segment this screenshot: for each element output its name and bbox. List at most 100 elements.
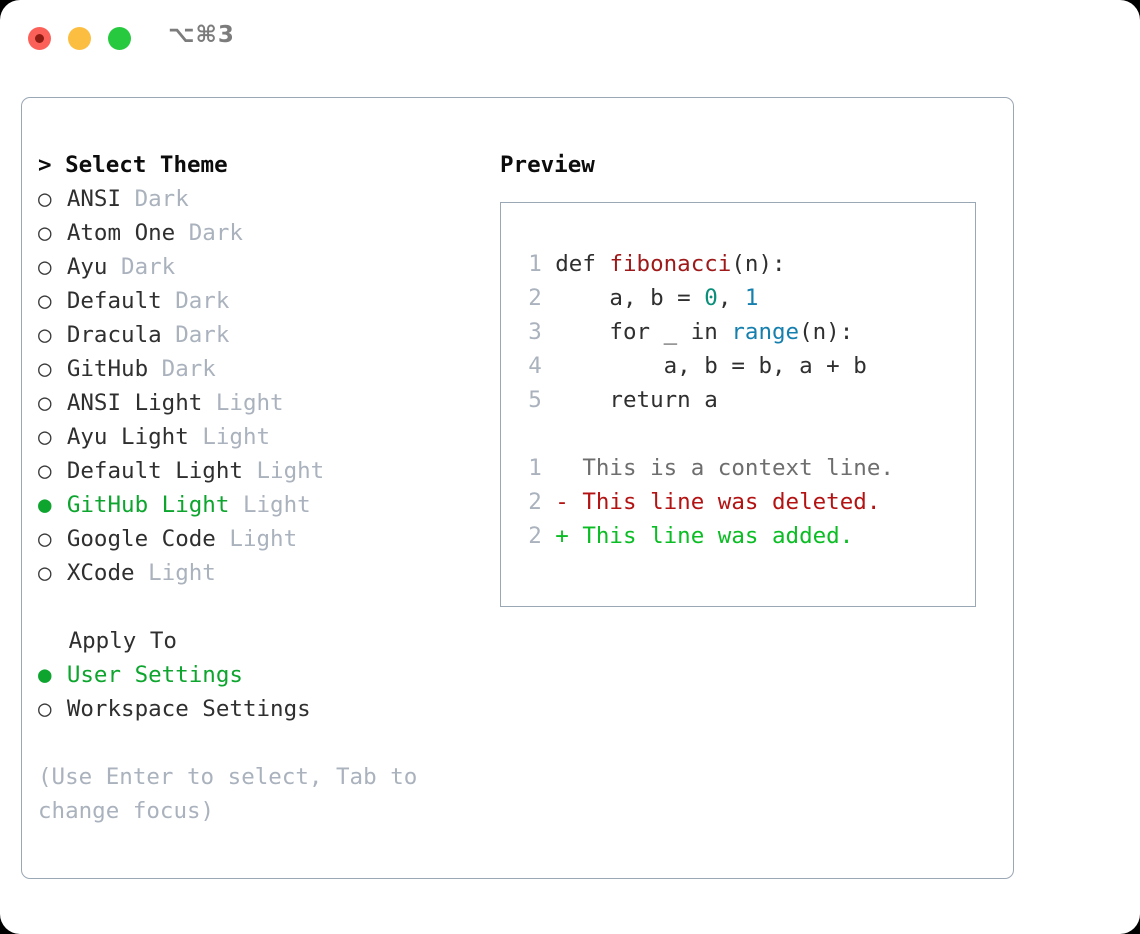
radio-empty-icon[interactable]: ○ xyxy=(38,424,52,450)
diff-line: 2- This line was deleted. xyxy=(517,485,975,519)
radio-empty-icon[interactable]: ○ xyxy=(38,560,52,586)
diff-text: This is a context line. xyxy=(582,455,894,481)
diff-spacer xyxy=(517,417,975,451)
radio-empty-icon[interactable]: ○ xyxy=(38,220,52,246)
line-number: 1 xyxy=(528,455,542,481)
theme-row[interactable]: ● GitHub Light Light xyxy=(38,488,478,522)
theme-name: ANSI xyxy=(66,186,122,212)
theme-row[interactable]: ○ ANSI Dark xyxy=(38,182,478,216)
line-number: 1 xyxy=(528,251,542,277)
theme-variant-tag: Light xyxy=(215,390,284,416)
theme-row[interactable]: ○ Ayu Dark xyxy=(38,250,478,284)
keyboard-hint-text: (Use Enter to select, Tab to change focu… xyxy=(38,764,418,824)
code-token: range xyxy=(731,319,800,345)
code-token: fibonacci xyxy=(609,251,732,277)
theme-name: Google Code xyxy=(66,526,216,552)
diff-marker: + xyxy=(555,523,583,549)
code-token: 1 xyxy=(744,285,759,311)
spacer xyxy=(216,526,230,552)
theme-variant-tag: Dark xyxy=(161,356,216,382)
theme-row[interactable]: ○ Ayu Light Light xyxy=(38,420,478,454)
theme-name: GitHub Light xyxy=(66,492,230,518)
spacer xyxy=(107,254,121,280)
theme-row[interactable]: ○ Default Light Light xyxy=(38,454,478,488)
radio-empty-icon[interactable]: ○ xyxy=(38,356,52,382)
radio-empty-icon[interactable]: ○ xyxy=(38,186,52,212)
radio-empty-icon[interactable]: ○ xyxy=(38,288,52,314)
minimize-button[interactable] xyxy=(68,27,91,50)
code-token: return a xyxy=(555,387,718,413)
radio-empty-icon[interactable]: ○ xyxy=(38,254,52,280)
spacer xyxy=(189,424,203,450)
maximize-button[interactable] xyxy=(108,27,131,50)
theme-variant-tag: Light xyxy=(148,560,216,586)
code-line: 3 for _ in range(n): xyxy=(517,315,975,349)
spacer xyxy=(202,390,216,416)
line-number: 4 xyxy=(528,353,542,379)
code-token: a, b = b, a + b xyxy=(555,353,867,379)
apply-to-option[interactable]: ○ Workspace Settings xyxy=(38,692,478,726)
preview-header: Preview xyxy=(500,152,595,178)
line-number: 2 xyxy=(528,489,542,515)
apply-to-label: Workspace Settings xyxy=(66,696,311,722)
diff-line: 1 This is a context line. xyxy=(517,451,975,485)
radio-empty-icon[interactable]: ○ xyxy=(38,526,52,552)
theme-name: Default Light xyxy=(66,458,243,484)
radio-selected-icon[interactable]: ● xyxy=(38,662,52,688)
theme-name: Ayu xyxy=(66,254,108,280)
code-line: 5 return a xyxy=(517,383,975,417)
radio-selected-icon[interactable]: ● xyxy=(38,492,52,518)
diff-text: This line was added. xyxy=(582,523,854,549)
diff-text: This line was deleted. xyxy=(582,489,881,515)
theme-name: Dracula xyxy=(66,322,162,348)
close-button[interactable] xyxy=(28,27,51,50)
theme-variant-tag: Light xyxy=(229,526,298,552)
diff-sample: 1 This is a context line.2- This line wa… xyxy=(517,451,975,553)
spacer xyxy=(135,560,149,586)
spacer xyxy=(162,288,176,314)
apply-to-option[interactable]: ● User Settings xyxy=(38,658,478,692)
theme-variant-tag: Light xyxy=(256,458,325,484)
theme-row[interactable]: ○ Google Code Light xyxy=(38,522,478,556)
theme-name: GitHub xyxy=(66,356,149,382)
radio-empty-icon[interactable]: ○ xyxy=(38,458,52,484)
theme-name: Default xyxy=(66,288,162,314)
theme-variant-tag: Light xyxy=(202,424,271,450)
theme-row[interactable]: ○ Default Dark xyxy=(38,284,478,318)
apply-to-list[interactable]: ● User Settings○ Workspace Settings xyxy=(38,658,478,726)
theme-variant-tag: Dark xyxy=(134,186,189,212)
theme-row[interactable]: ○ ANSI Light Light xyxy=(38,386,478,420)
diff-line: 2+ This line was added. xyxy=(517,519,975,553)
theme-row[interactable]: ○ Atom One Dark xyxy=(38,216,478,250)
theme-variant-tag: Dark xyxy=(175,288,230,314)
section-spacer xyxy=(38,590,478,624)
select-theme-header: > Select Theme xyxy=(38,152,228,178)
spacer xyxy=(229,492,243,518)
line-number: 3 xyxy=(528,319,542,345)
spacer xyxy=(175,220,189,246)
line-number: 2 xyxy=(528,285,542,311)
theme-list[interactable]: ○ ANSI Dark○ Atom One Dark○ Ayu Dark○ De… xyxy=(38,182,478,590)
theme-name: XCode xyxy=(66,560,135,586)
theme-row[interactable]: ○ XCode Light xyxy=(38,556,478,590)
title-bar: ⌥⌘3 xyxy=(0,0,1140,78)
spacer xyxy=(121,186,135,212)
radio-empty-icon[interactable]: ○ xyxy=(38,696,52,722)
theme-row[interactable]: ○ Dracula Dark xyxy=(38,318,478,352)
code-token: (n): xyxy=(731,251,786,277)
radio-empty-icon[interactable]: ○ xyxy=(38,322,52,348)
radio-empty-icon[interactable]: ○ xyxy=(38,390,52,416)
line-number: 5 xyxy=(528,387,542,413)
theme-name: ANSI Light xyxy=(66,390,203,416)
diff-marker: - xyxy=(555,489,583,515)
code-token: 0 xyxy=(704,285,718,311)
theme-row[interactable]: ○ GitHub Dark xyxy=(38,352,478,386)
theme-variant-tag: Dark xyxy=(175,322,230,348)
diff-marker xyxy=(555,455,582,481)
apply-to-label: User Settings xyxy=(66,662,243,688)
